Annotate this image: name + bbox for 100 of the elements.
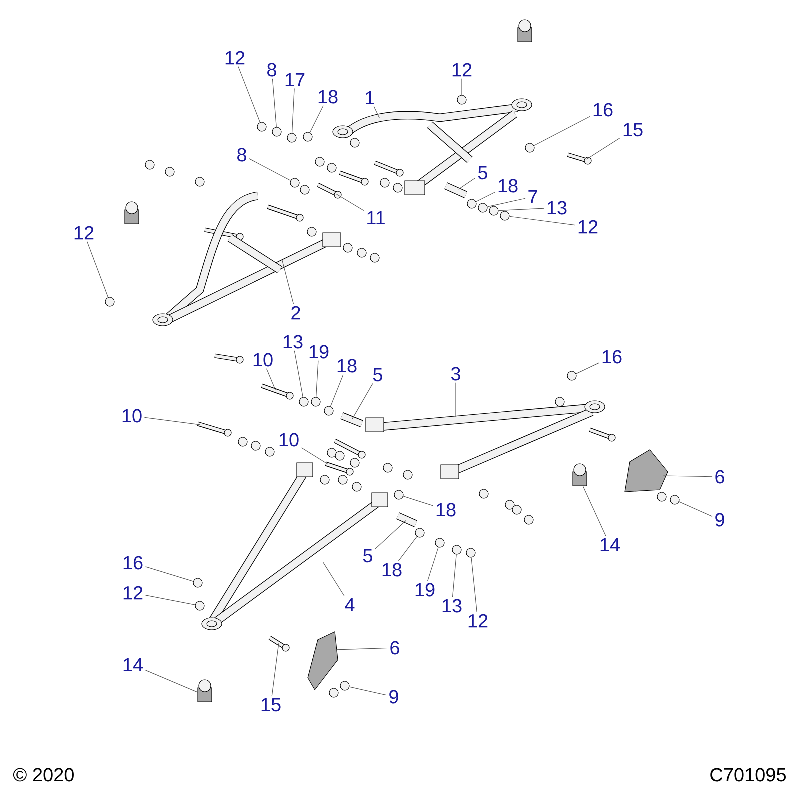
callout-number: 19 (416, 583, 435, 597)
washer (340, 681, 350, 691)
leader-line (336, 648, 388, 650)
leader-line (316, 360, 319, 398)
leader-line (145, 595, 196, 606)
callout-number: 8 (268, 63, 276, 77)
pin (444, 182, 468, 198)
leader-line (375, 520, 407, 550)
washer (257, 122, 267, 132)
leader-line (498, 208, 545, 212)
leader-line (487, 198, 526, 208)
leader-line (249, 158, 292, 182)
callout-number: 17 (286, 73, 305, 87)
callout-number: 16 (594, 103, 613, 117)
callout-number: 11 (368, 211, 385, 225)
leader-line (471, 557, 478, 612)
washer (303, 132, 313, 142)
leader-line (586, 138, 621, 160)
callout-number: 12 (74, 226, 94, 240)
leader-line (403, 496, 434, 506)
leader-line (310, 106, 324, 133)
bolt (261, 384, 294, 400)
figure-number: C701095 (710, 768, 786, 782)
bolt (317, 183, 342, 199)
washer (525, 143, 535, 153)
leader-line (301, 448, 329, 465)
leader-line (144, 417, 201, 426)
washer (466, 548, 476, 558)
washer (394, 490, 404, 500)
callout-number: 14 (600, 538, 620, 552)
callout-number: 9 (716, 513, 724, 527)
washer (489, 206, 499, 216)
ball-joint (198, 680, 212, 702)
leader-line (509, 216, 576, 226)
callout-number: 6 (716, 470, 724, 484)
ball-joint (518, 20, 532, 42)
callout-number: 10 (280, 433, 299, 447)
washer (195, 601, 205, 611)
control-arm (366, 400, 606, 480)
callout-number: 3 (451, 367, 460, 381)
bolt (325, 462, 354, 476)
washer (467, 199, 477, 209)
leader-line (458, 178, 476, 190)
leader-line (294, 350, 304, 398)
washer (452, 545, 462, 555)
callout-number: 9 (390, 690, 398, 704)
leader-line (323, 562, 345, 597)
leader-line (272, 643, 280, 696)
leader-line (87, 242, 109, 298)
washer (567, 371, 577, 381)
washer (105, 297, 115, 307)
callout-number: 18 (338, 359, 357, 373)
leader-line (266, 368, 276, 391)
leader-line (374, 106, 380, 119)
washer (670, 495, 680, 505)
washer (435, 538, 445, 548)
washer (478, 203, 488, 213)
leader-line (534, 116, 591, 146)
washer (324, 406, 334, 416)
callout-number: 15 (624, 123, 643, 137)
leader-line (282, 259, 294, 304)
leader-line (452, 554, 457, 598)
leader-line (663, 476, 713, 478)
washer (299, 397, 309, 407)
ball-joint (572, 464, 588, 486)
callout-number: 18 (382, 563, 402, 577)
leader-line (679, 502, 713, 517)
callout-number: 1 (366, 91, 374, 105)
leader-line (292, 88, 295, 134)
callout-number: 13 (442, 599, 462, 613)
callout-number: 6 (390, 641, 400, 655)
pin (396, 512, 418, 528)
washer (290, 178, 300, 188)
copyright-note: © 2020 (13, 768, 74, 782)
callout-number: 12 (452, 63, 472, 77)
callout-number: 13 (284, 335, 303, 349)
callout-number: 10 (254, 353, 273, 367)
callout-number: 12 (468, 614, 488, 628)
leader-line (583, 486, 606, 537)
washer (287, 133, 297, 143)
leader-line (330, 374, 344, 407)
callout-number: 19 (310, 345, 329, 359)
washer (193, 578, 203, 588)
washer (272, 127, 282, 137)
leader-line (398, 536, 418, 562)
leader-line (272, 78, 277, 128)
washer (457, 95, 467, 105)
leader-line (349, 686, 387, 696)
leader-line (145, 566, 194, 582)
callout-number: 10 (122, 409, 142, 423)
callout-number: 16 (602, 350, 622, 364)
bolt (567, 152, 592, 165)
callout-number: 18 (318, 90, 338, 104)
bolt (197, 422, 232, 437)
callout-number: 14 (124, 658, 143, 672)
mounting-plate (308, 632, 338, 691)
callout-number: 12 (124, 586, 143, 600)
callout-number: 16 (124, 556, 143, 570)
control-arm (152, 192, 342, 326)
washer (311, 397, 321, 407)
